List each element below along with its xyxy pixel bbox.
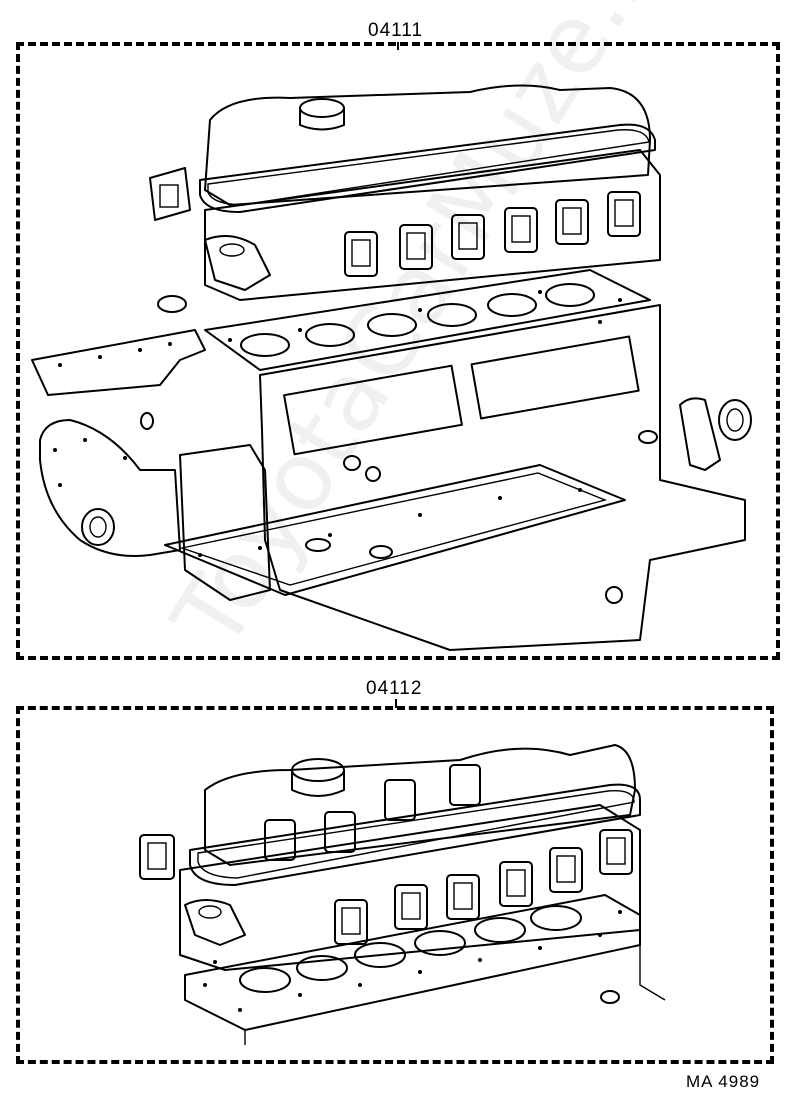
water-outlet-gasket-lower [184,899,246,946]
crankshaft-front-seal [81,508,115,546]
engine-block-overhaul-illustration [31,84,752,651]
cylinder-head-set-illustration [139,744,666,1045]
small-seal-4 [343,455,361,471]
cylinder-head-lower [179,804,641,971]
bolt-holes-upper [53,290,622,557]
cylinder-head [204,149,661,301]
small-o-ring-2 [157,295,187,313]
callout-04111-leader [397,42,399,50]
callout-04112: 04112 [366,678,423,699]
cylinder-head-gasket [204,269,651,371]
rear-seal-retainer-gasket [679,397,721,471]
small-seal-3 [638,430,658,444]
small-seal-lower [600,990,620,1004]
bolt-holes-lower [203,910,622,1012]
callout-04112-leader [395,699,397,708]
cylinder-head-gasket-lower [184,894,641,1031]
drain-plug-gasket [605,586,623,604]
cylinder-head-cover [204,84,651,206]
block-outline-lower [244,945,666,1045]
side-cover-gasket-2 [470,335,640,420]
kit-04112-frame [16,706,774,1064]
head-gasket-bores [240,283,595,357]
figure-id: MA 4989 [686,1072,761,1091]
front-block-gasket [179,444,271,601]
water-outlet-gasket [204,235,271,291]
head-cover-gasket-lower [189,783,641,886]
manifold-gaskets-upper [149,167,641,277]
oil-filler-cap [299,98,345,118]
engine-block [259,304,746,651]
front-plate-gasket [31,329,206,396]
small-seal-5 [365,466,381,482]
timing-cover-gasket [39,419,181,557]
callout-04111: 04111 [368,20,424,41]
head-cover-gasket [199,123,656,213]
small-o-ring-1 [140,412,154,430]
crankshaft-rear-seal [718,399,752,441]
head-cover-lower [204,744,636,866]
kit-04111-frame [16,42,780,660]
oil-pan-gasket [164,464,626,596]
small-seal-7 [369,545,393,559]
side-cover-gasket-1 [283,364,463,456]
small-seal-6 [305,538,331,552]
manifold-gaskets-lower [139,764,633,945]
head-gasket-bores-lower [239,905,582,993]
